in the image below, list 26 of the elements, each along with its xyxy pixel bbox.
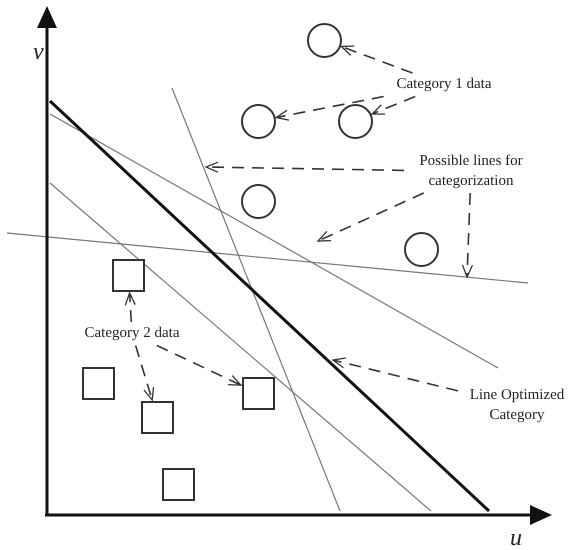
axis-label: v: [33, 40, 44, 64]
annotation-text: Line Optimized Category: [460, 386, 574, 425]
data-point-square: [82, 367, 115, 400]
axis-label: u: [510, 526, 522, 550]
data-point-square: [141, 401, 174, 434]
data-point-square: [162, 468, 195, 501]
leader-arrow: [205, 162, 404, 173]
data-point-square: [242, 377, 275, 410]
data-point-circle: [306, 22, 342, 58]
leader-arrow: [156, 344, 242, 386]
data-point-circle: [240, 104, 276, 138]
leader-arrow: [340, 45, 413, 74]
leader-arrow: [332, 357, 458, 392]
data-point-circle: [404, 232, 438, 266]
data-point-square: [112, 259, 145, 292]
leader-arrow: [317, 192, 424, 242]
leader-arrow: [371, 96, 416, 115]
leader-arrow: [124, 292, 136, 322]
data-point-circle: [338, 104, 372, 138]
annotation-text: Category 2 data: [66, 324, 198, 344]
leader-arrow: [134, 345, 154, 401]
annotation-text: Category 1 data: [379, 75, 509, 94]
data-point-circle: [240, 184, 276, 218]
leader-arrow: [276, 96, 384, 121]
leader-arrow: [462, 192, 474, 278]
annotation-text: Possible lines for categorization: [406, 152, 536, 191]
